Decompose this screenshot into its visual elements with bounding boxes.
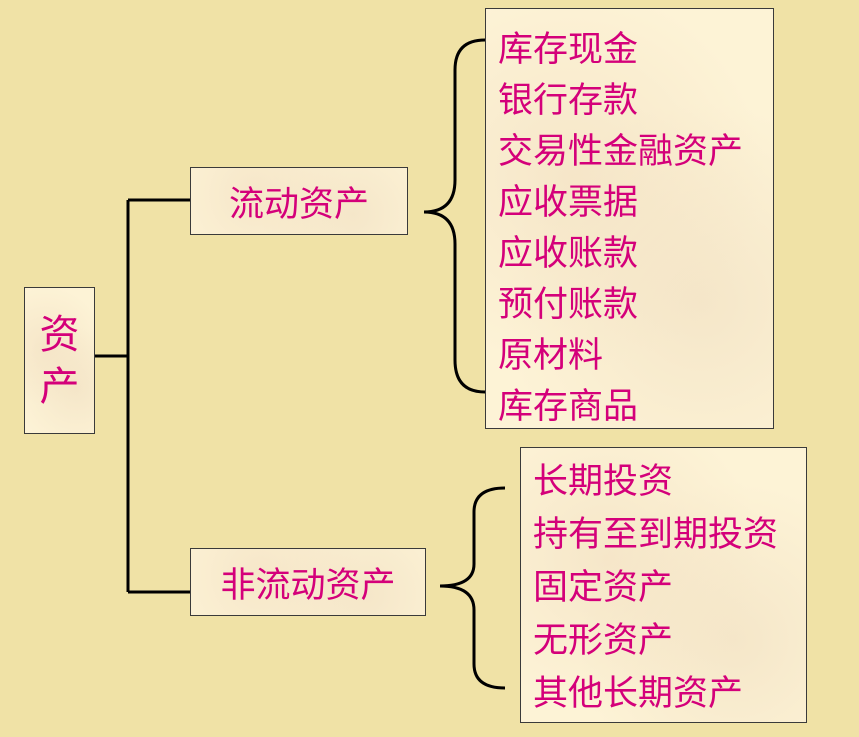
list-item: 应收票据 (498, 183, 639, 223)
non-current-assets-label: 非流动资产 (220, 565, 396, 606)
current-assets-box: 流动资产 (190, 167, 408, 235)
current-assets-list: 库存现金 银行存款 交易性金融资产 应收票据 应收账款 预付账款 原材料 库存商… (485, 8, 774, 429)
current-assets-label: 流动资产 (228, 184, 369, 225)
non-current-assets-list: 长期投资 持有至到期投资 固定资产 无形资产 其他长期资产 (520, 447, 807, 723)
list-item: 交易性金融资产 (498, 132, 744, 172)
root-label-line2: 产 (39, 363, 80, 410)
root-label-line1: 资 (39, 311, 80, 358)
brace-non-current-assets (439, 486, 506, 690)
brace-current-assets (423, 38, 486, 394)
assets-root-box: 资 产 (24, 287, 95, 434)
list-item: 固定资产 (533, 568, 674, 608)
list-item: 长期投资 (533, 462, 674, 502)
list-item: 应收账款 (498, 234, 639, 274)
list-item: 银行存款 (498, 81, 639, 121)
list-item: 库存商品 (498, 387, 639, 427)
list-item: 持有至到期投资 (533, 515, 779, 555)
list-item: 其他长期资产 (533, 674, 744, 714)
list-item: 无形资产 (533, 621, 674, 661)
non-current-assets-box: 非流动资产 (190, 548, 426, 616)
list-item: 预付账款 (498, 285, 639, 325)
list-item: 库存现金 (498, 30, 639, 70)
list-item: 原材料 (498, 336, 604, 376)
